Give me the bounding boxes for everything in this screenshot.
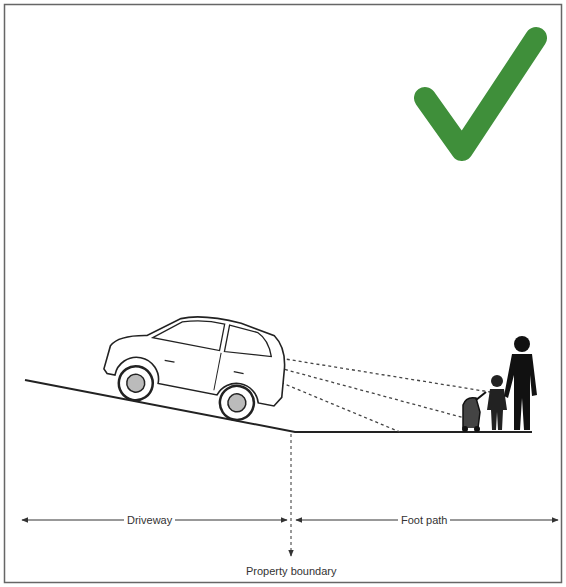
check-mark	[425, 38, 536, 150]
stroller	[462, 392, 486, 432]
dimension-label: Foot path	[398, 514, 450, 527]
dimension-label: Driveway	[124, 514, 175, 527]
adult-figure	[504, 336, 537, 430]
boundary-arrow	[291, 434, 292, 556]
car	[99, 299, 294, 428]
boundary-label: Property boundary	[243, 565, 340, 578]
frame	[5, 5, 562, 583]
child-figure	[487, 375, 507, 430]
